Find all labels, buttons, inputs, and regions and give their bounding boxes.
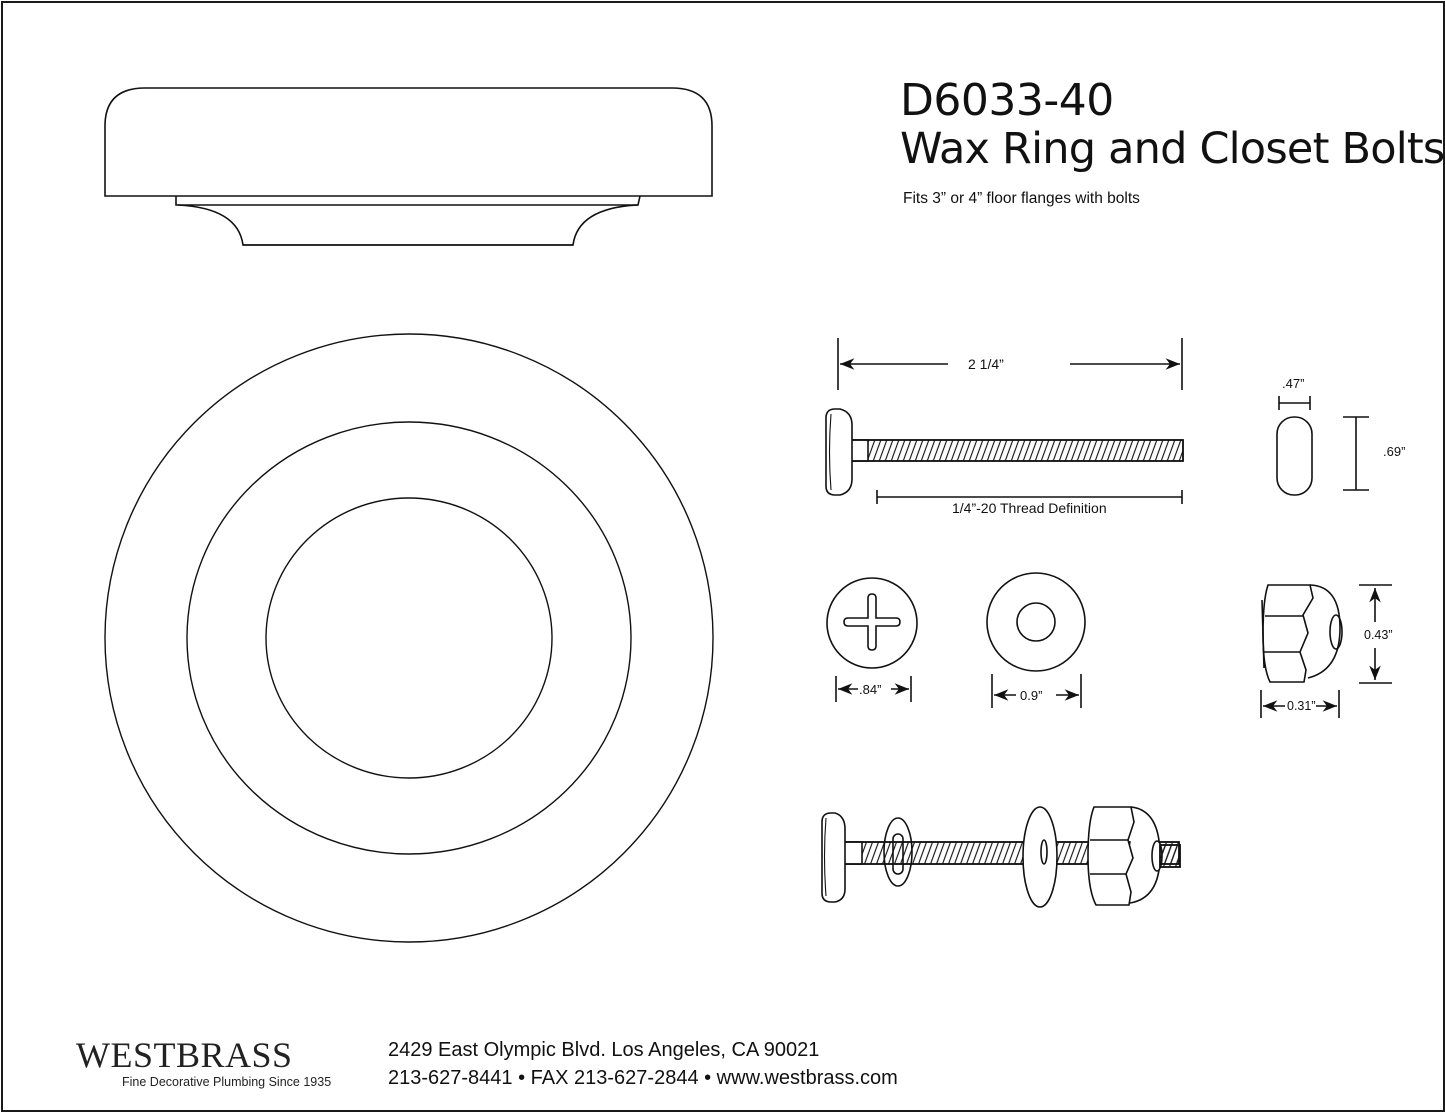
brand-logo: WESTBRASS [76,1035,293,1075]
bolt-head-width-label: .47” [1282,376,1305,391]
thread-definition-dimension [876,490,1183,504]
brand-tagline: Fine Decorative Plumbing Since 1935 [122,1075,332,1089]
bolt-head-end-view [1276,396,1369,496]
thread-definition-label: 1/4”-20 Thread Definition [952,500,1107,516]
company-contact: 213-627-8441 • FAX 213-627-2844 • www.we… [388,1067,898,1089]
bolt-assembly [821,806,1181,908]
model-number: D6033-40 [900,75,1114,126]
washer-diameter-label: 0.9” [1020,688,1043,703]
closet-bolt-side-view [825,408,1184,496]
company-address: 2429 East Olympic Blvd. Los Angeles, CA … [388,1039,820,1061]
cap-nut-height-label: 0.43” [1364,628,1393,642]
screw-head-diameter-label: .84” [859,682,882,697]
phillips-screw-head [826,577,918,702]
bolt-head-height-label: .69” [1383,444,1406,459]
wax-ring-top-view [104,333,714,943]
wax-ring-side-view [104,87,713,246]
bolt-length-dimension [837,338,1183,390]
acorn-cap-nut [1260,584,1392,718]
product-name: Wax Ring and Closet Bolts [900,124,1445,174]
fitment-note: Fits 3” or 4” floor flanges with bolts [903,190,1140,207]
cap-nut-width-label: 0.31” [1287,699,1316,713]
flat-washer [986,572,1086,708]
bolt-length-label: 2 1/4” [968,356,1004,372]
